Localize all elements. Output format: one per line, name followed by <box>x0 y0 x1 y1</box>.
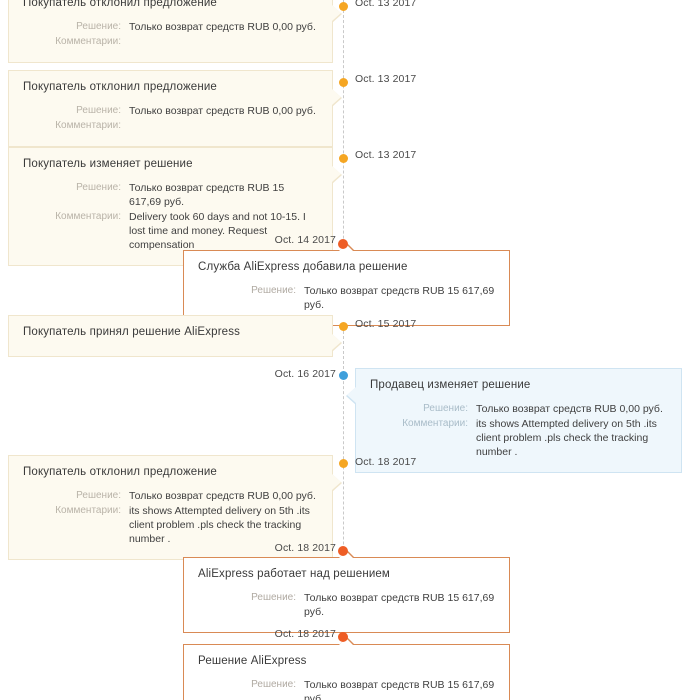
event-date: Oct. 13 2017 <box>355 73 417 85</box>
decision-label: Решение: <box>76 182 121 193</box>
event-detail-rows: Решение: Только возврат средств RUB 15 61… <box>198 678 495 700</box>
timeline-node-dot <box>338 632 348 642</box>
decision-value: Только возврат средств RUB 0,00 руб. <box>129 490 316 502</box>
decision-value: Только возврат средств RUB 15 617,69 руб… <box>304 679 495 700</box>
timeline-node-dot <box>339 154 348 163</box>
decision-label: Решение: <box>251 285 296 296</box>
decision-value: Только возврат средств RUB 0,00 руб. <box>129 105 316 117</box>
event-date: Oct. 14 2017 <box>274 234 336 246</box>
decision-value: Только возврат средств RUB 15 617,69 руб… <box>304 285 495 311</box>
decision-value: Только возврат средств RUB 15 617,69 руб… <box>304 592 495 618</box>
event-detail-rows: Решение: Только возврат средств RUB 0,00 … <box>23 20 318 49</box>
decision-value: Только возврат средств RUB 0,00 руб. <box>129 21 316 33</box>
comments-row: Комментарии: its shows Attempted delivery… <box>370 417 667 459</box>
timeline-node-dot <box>339 2 348 11</box>
event-detail-rows: Решение: Только возврат средств RUB 15 61… <box>23 181 318 252</box>
event-date: Oct. 18 2017 <box>274 542 336 554</box>
decision-row: Решение: Только возврат средств RUB 15 61… <box>198 284 495 312</box>
comments-value: its shows Attempted delivery on 5th .its… <box>129 505 310 545</box>
decision-row: Решение: Только возврат средств RUB 0,00 … <box>23 20 318 34</box>
event-date: Oct. 16 2017 <box>274 368 336 380</box>
comments-row: Комментарии: Delivery took 60 days and no… <box>23 210 318 252</box>
event-date: Oct. 13 2017 <box>355 149 417 161</box>
decision-value: Только возврат средств RUB 0,00 руб. <box>476 403 663 415</box>
event-detail-rows: Решение: Только возврат средств RUB 15 61… <box>198 284 495 312</box>
comments-row: Комментарии: its shows Attempted delivery… <box>23 504 318 546</box>
comments-label: Комментарии: <box>402 418 468 429</box>
event-date: Oct. 13 2017 <box>355 0 417 9</box>
event-detail-rows: Решение: Только возврат средств RUB 0,00 … <box>370 402 667 459</box>
event-detail-rows: Решение: Только возврат средств RUB 0,00 … <box>23 489 318 546</box>
timeline-event-card[interactable]: Покупатель принял решение AliExpress <box>8 315 342 357</box>
event-title: Покупатель отклонил предложение <box>23 0 217 9</box>
event-date: Oct. 15 2017 <box>355 318 417 330</box>
comments-row: Комментарии: <box>23 119 318 133</box>
decision-label: Решение: <box>76 21 121 32</box>
timeline-spine <box>343 0 344 700</box>
comments-label: Комментарии: <box>55 36 121 47</box>
event-title: Покупатель отклонил предложение <box>23 466 217 478</box>
decision-label: Решение: <box>423 403 468 414</box>
comments-value: Delivery took 60 days and not 10-15. I l… <box>129 211 306 251</box>
comments-value <box>129 35 318 49</box>
timeline-node-dot <box>339 322 348 331</box>
timeline-node-dot <box>339 371 348 380</box>
comments-row: Комментарии: <box>23 35 318 49</box>
event-title: Покупатель отклонил предложение <box>23 81 217 93</box>
comments-value: its shows Attempted delivery on 5th .its… <box>476 418 657 458</box>
decision-row: Решение: Только возврат средств RUB 15 61… <box>198 678 495 700</box>
decision-label: Решение: <box>76 490 121 501</box>
timeline-node-dot <box>339 459 348 468</box>
decision-label: Решение: <box>251 679 296 690</box>
event-title: Служба AliExpress добавила решение <box>198 261 408 273</box>
decision-row: Решение: Только возврат средств RUB 15 61… <box>198 591 495 619</box>
decision-label: Решение: <box>76 105 121 116</box>
event-date: Oct. 18 2017 <box>355 456 417 468</box>
timeline-node-dot <box>338 239 348 249</box>
event-title: Решение AliExpress <box>198 655 307 667</box>
event-title: Покупатель изменяет решение <box>23 158 193 170</box>
decision-row: Решение: Только возврат средств RUB 0,00 … <box>23 104 318 118</box>
decision-row: Решение: Только возврат средств RUB 0,00 … <box>23 489 318 503</box>
event-title: Покупатель принял решение AliExpress <box>23 326 241 338</box>
event-date: Oct. 18 2017 <box>274 628 336 640</box>
timeline-node-dot <box>338 546 348 556</box>
decision-value: Только возврат средств RUB 15 617,69 руб… <box>129 182 285 208</box>
event-detail-rows: Решение: Только возврат средств RUB 0,00 … <box>23 104 318 133</box>
comments-label: Комментарии: <box>55 120 121 131</box>
event-title: AliExpress работает над решением <box>198 568 390 580</box>
event-title: Продавец изменяет решение <box>370 379 531 391</box>
decision-label: Решение: <box>251 592 296 603</box>
timeline-node-dot <box>339 78 348 87</box>
comments-label: Комментарии: <box>55 211 121 222</box>
event-detail-rows: Решение: Только возврат средств RUB 15 61… <box>198 591 495 619</box>
decision-row: Решение: Только возврат средств RUB 0,00 … <box>370 402 667 416</box>
comments-value <box>129 119 318 133</box>
decision-row: Решение: Только возврат средств RUB 15 61… <box>23 181 318 209</box>
comments-label: Комментарии: <box>55 505 121 516</box>
